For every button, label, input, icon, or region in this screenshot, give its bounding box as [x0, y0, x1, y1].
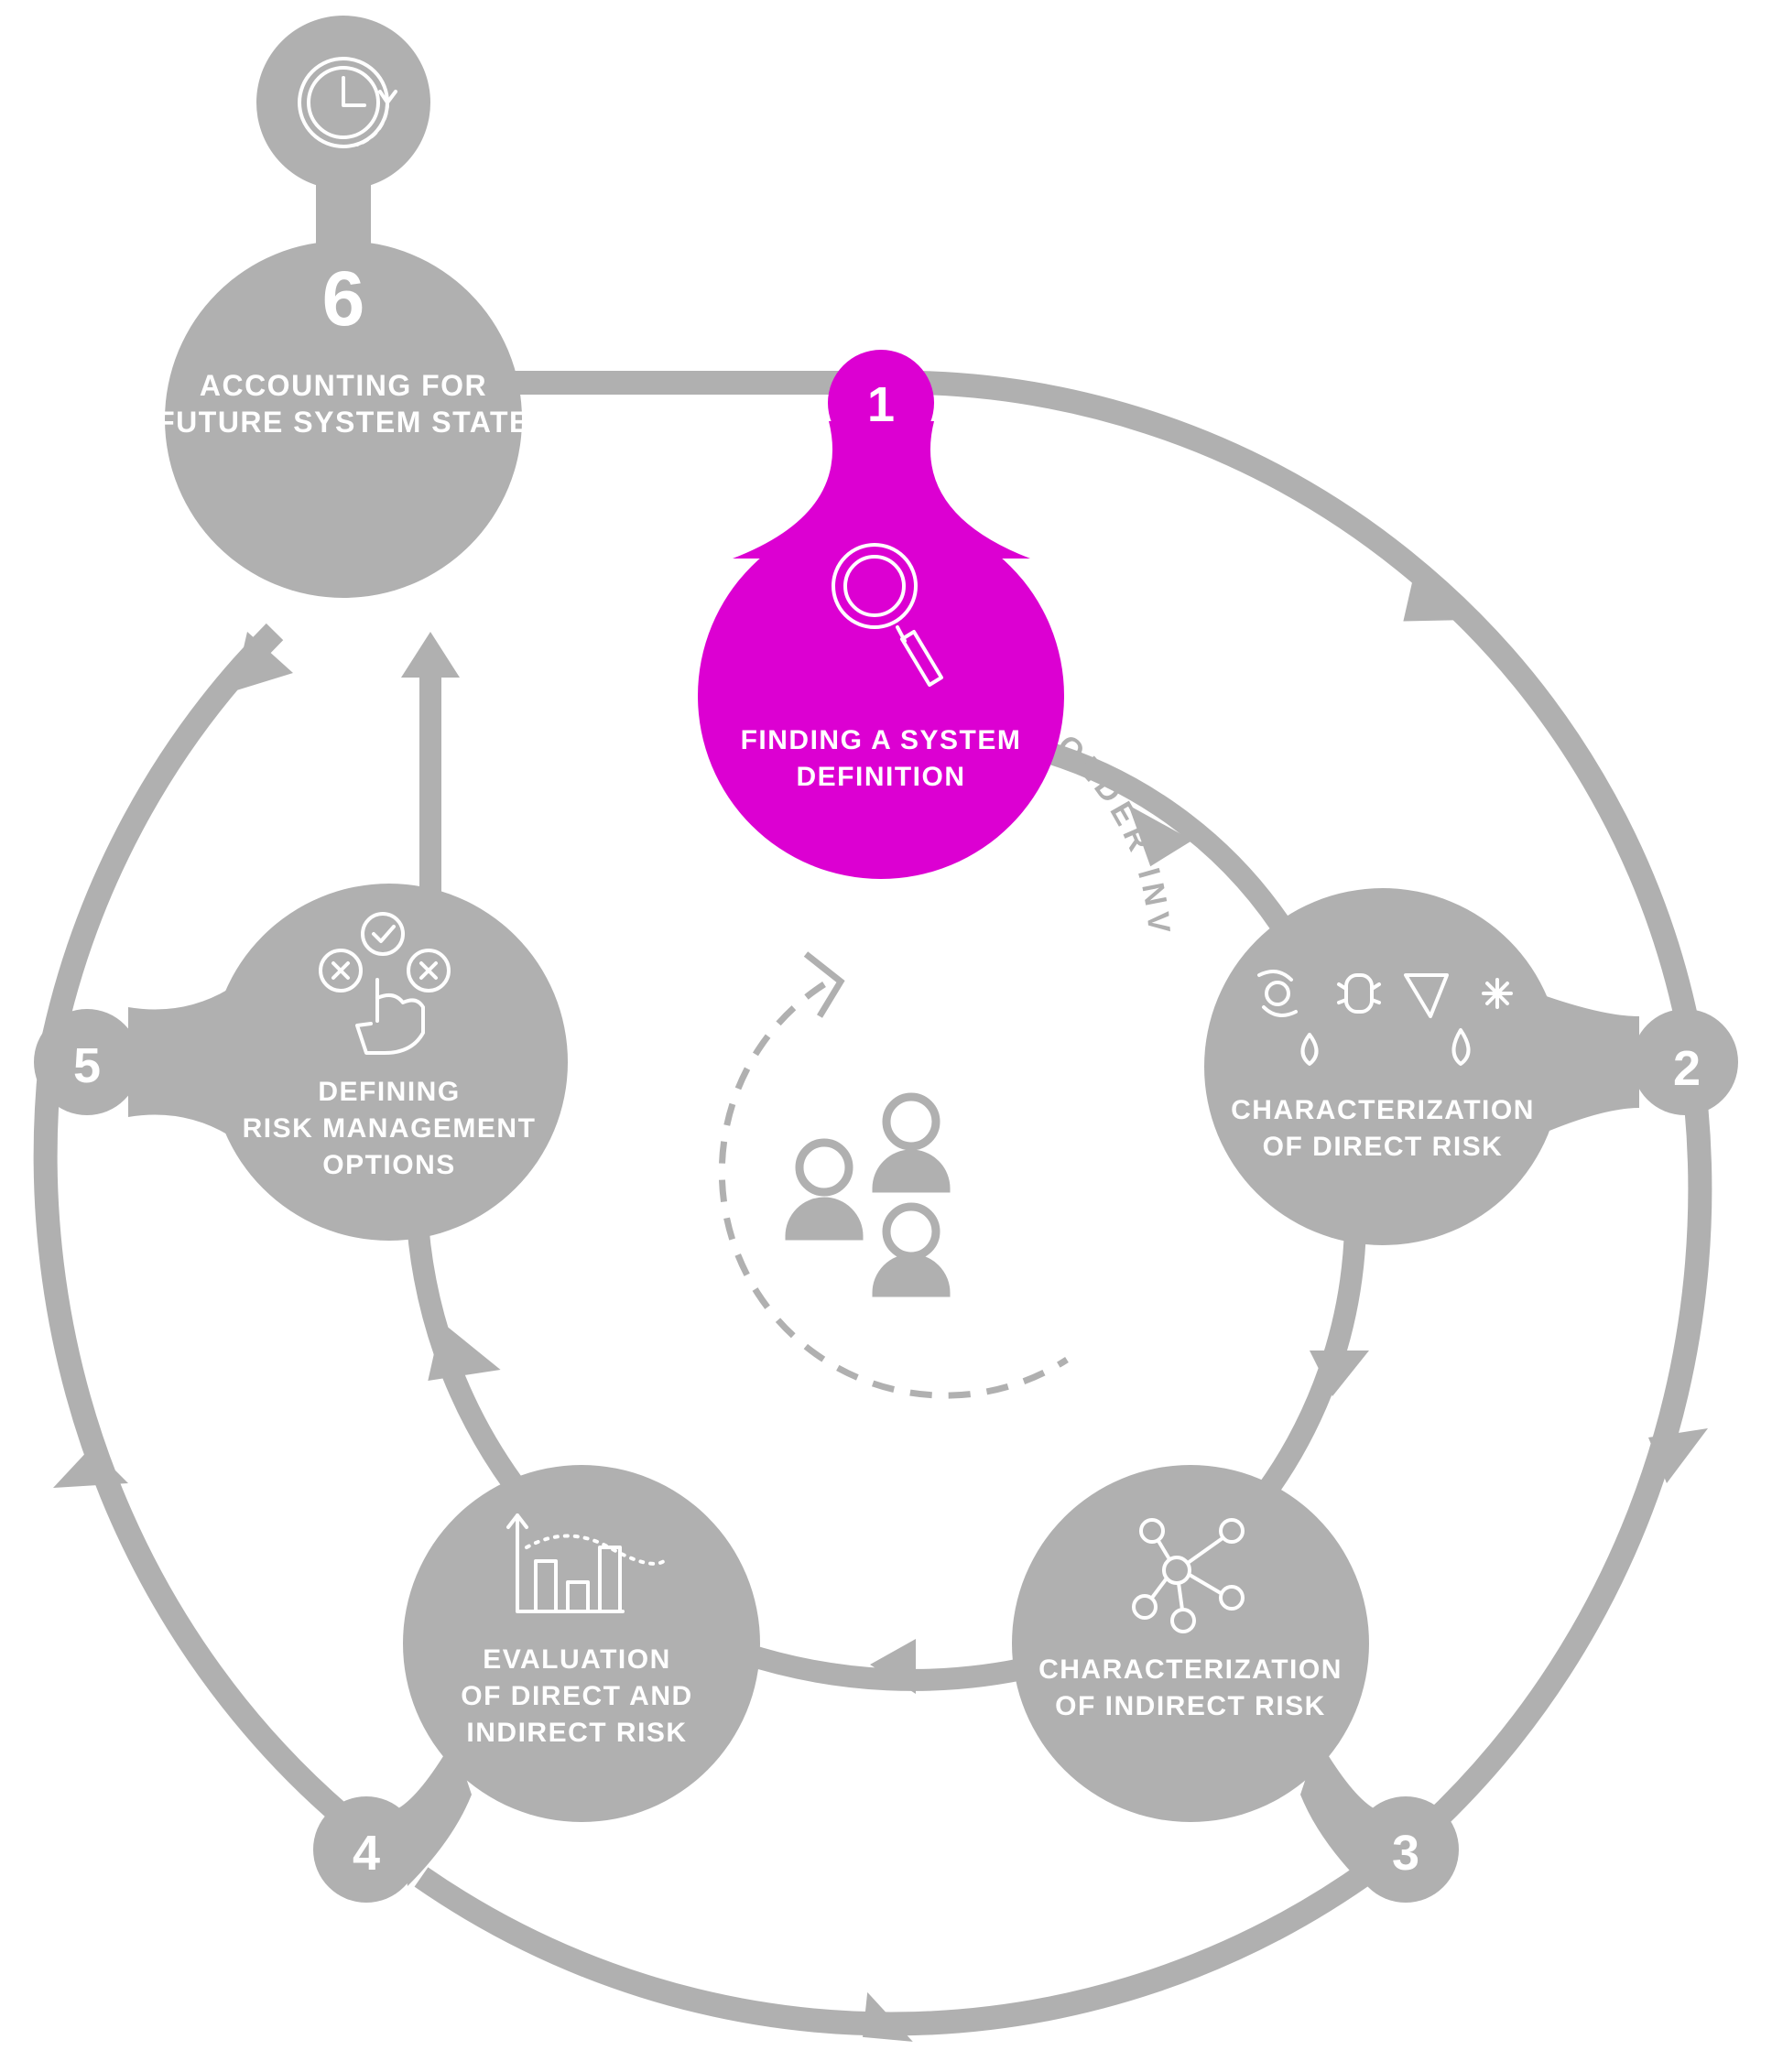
step-1-label-line1: FINDING A SYSTEM [741, 725, 1022, 755]
step-5-label-line3: OPTIONS [322, 1150, 456, 1180]
step-6-node[interactable]: 6 ACCOUNTING FOR FUTURE SYSTEM STATE [157, 16, 530, 598]
step-4-number: 4 [353, 1826, 380, 1881]
clock-refresh-icon [298, 57, 397, 148]
magnifier-icon [832, 543, 943, 687]
step-2-node[interactable]: 2 CHARACTERIZATION OF DIRECT RISK [1204, 888, 1738, 1245]
step-2-label-line2: OF DIRECT RISK [1263, 1132, 1504, 1162]
step-4-node[interactable]: 4 EVALUATION OF DIRECT AND INDIRECT RISK [313, 1465, 760, 1903]
step-1-label-line2: DEFINITION [797, 762, 966, 792]
step-6-label-line1: ACCOUNTING FOR [200, 369, 487, 402]
outer-loop [33, 370, 1712, 2036]
step-3-label-line2: OF INDIRECT RISK [1055, 1691, 1326, 1721]
network-icon [1132, 1518, 1245, 1633]
step-4-label-line3: INDIRECT RISK [466, 1718, 687, 1748]
step-2-number: 2 [1673, 1041, 1701, 1096]
step-6-label-line2: FUTURE SYSTEM STATE [157, 406, 530, 439]
hazards-icon [1257, 970, 1513, 1066]
step-3-number: 3 [1392, 1826, 1419, 1881]
flow-arrows [53, 569, 1708, 2042]
people-group-icon [785, 1092, 951, 1297]
step-1-number: 1 [867, 377, 895, 432]
step-4-label-line2: OF DIRECT AND [461, 1681, 692, 1711]
step-1-node[interactable]: 1 FINDING A SYSTEM DEFINITION [698, 350, 1064, 879]
step-5-node[interactable]: 5 DEFINING RISK MANAGEMENT OPTIONS [34, 884, 568, 1241]
options-select-icon [319, 912, 451, 1055]
step-5-number: 5 [73, 1038, 101, 1093]
step-3-node[interactable]: 3 CHARACTERIZATION OF INDIRECT RISK [1012, 1465, 1459, 1903]
step-4-label-line1: EVALUATION [483, 1644, 671, 1675]
step-6-number: 6 [322, 255, 365, 342]
step-2-label-line1: CHARACTERIZATION [1231, 1095, 1535, 1125]
step-5-label-line1: DEFINING [318, 1077, 460, 1107]
bar-chart-icon [506, 1513, 666, 1613]
step-5-label-line2: RISK MANAGEMENT [243, 1113, 537, 1144]
step-3-label-line1: CHARACTERIZATION [1038, 1654, 1343, 1685]
